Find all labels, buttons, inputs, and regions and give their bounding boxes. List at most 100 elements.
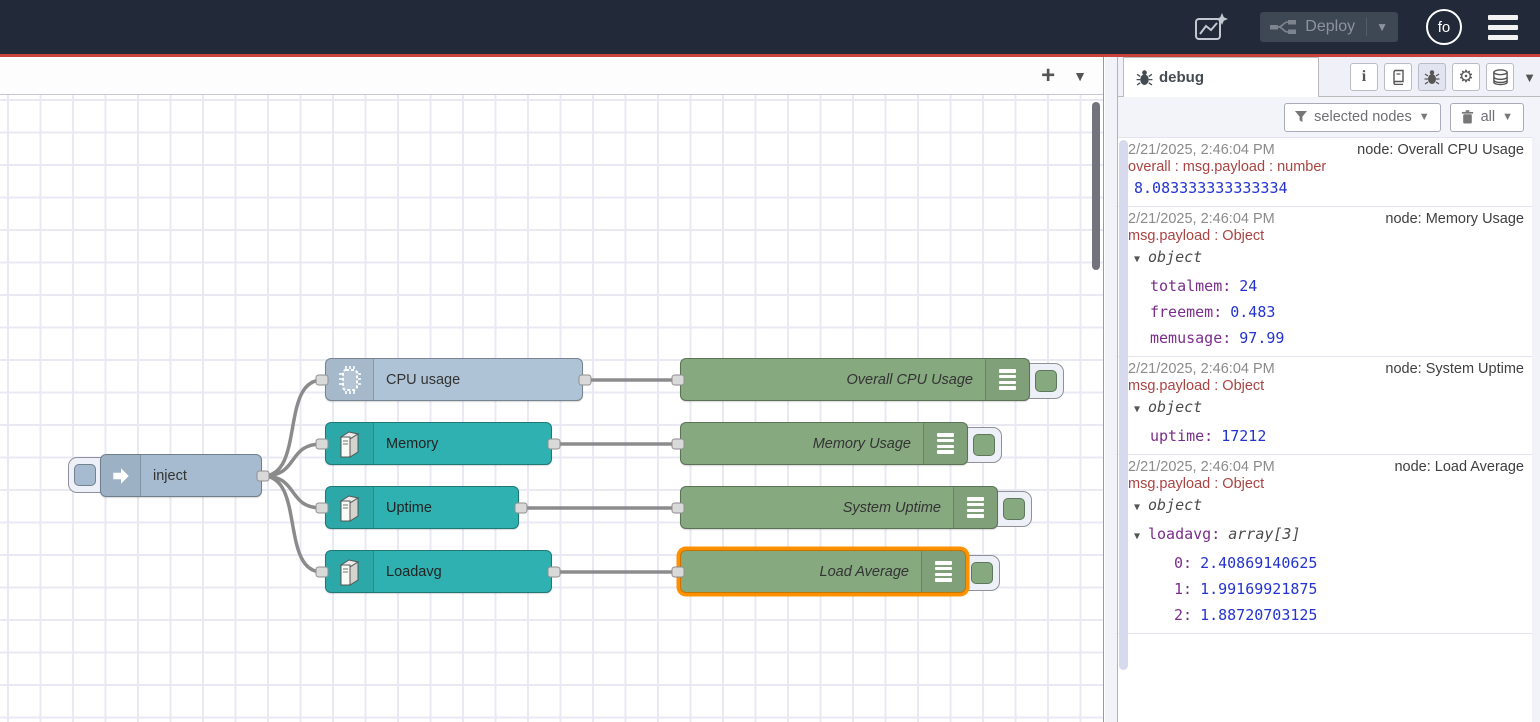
debug-tab-button[interactable] — [1418, 63, 1446, 91]
deploy-icon — [1270, 20, 1297, 34]
canvas-scrollbar[interactable] — [1092, 102, 1100, 270]
flow-list-caret-icon[interactable]: ▼ — [1073, 67, 1087, 84]
node-memory[interactable]: Memory — [325, 422, 552, 465]
node-loadavg[interactable]: Loadavg — [325, 550, 552, 593]
json-key: totalmem: — [1150, 277, 1232, 295]
node-uptime[interactable]: Uptime — [325, 486, 519, 529]
context-tab-button[interactable] — [1486, 63, 1514, 91]
header-accent-line — [0, 54, 1540, 57]
help-tab-button[interactable] — [1384, 63, 1412, 91]
sidebar-options-caret-icon[interactable]: ▼ — [1523, 70, 1536, 85]
deploy-button[interactable]: Deploy ▼ — [1260, 12, 1398, 42]
node-load-average[interactable]: Load Average — [680, 550, 966, 593]
node-label: inject — [153, 467, 187, 484]
sidebar-scrollbar[interactable] — [1119, 140, 1128, 670]
json-key: 1: — [1174, 580, 1193, 598]
clear-messages-label: all — [1480, 109, 1496, 125]
sidebar-scroll-gutter — [1532, 137, 1540, 722]
deploy-caret-icon[interactable]: ▼ — [1376, 20, 1388, 34]
message-property: msg.payload : Object — [1128, 228, 1265, 244]
message-timestamp: 2/21/2025, 2:46:04 PM — [1128, 142, 1275, 158]
debug-sidebar: debug i ⚙ — [1118, 57, 1540, 722]
node-overall-cpu-usage[interactable]: Overall CPU Usage — [680, 358, 1030, 401]
filter-caret-icon: ▼ — [1418, 111, 1430, 123]
node-inject[interactable]: inject — [100, 454, 262, 497]
cpu-chip-icon — [326, 359, 374, 400]
node-memory-usage[interactable]: Memory Usage — [680, 422, 968, 465]
message-timestamp: 2/21/2025, 2:46:04 PM — [1128, 211, 1275, 227]
input-port[interactable] — [315, 438, 329, 450]
wire[interactable] — [262, 474, 323, 574]
wire[interactable] — [262, 378, 323, 478]
collapse-caret-icon[interactable]: ▼ — [1134, 404, 1141, 415]
output-port[interactable] — [547, 566, 561, 578]
input-port[interactable] — [315, 502, 329, 514]
workspace-tab-strip: + ▼ — [0, 57, 1103, 95]
input-port[interactable] — [315, 374, 329, 386]
tab-debug-label: debug — [1159, 69, 1204, 86]
input-port[interactable] — [671, 502, 685, 514]
debug-message[interactable]: 2/21/2025, 2:46:04 PM node: System Uptim… — [1118, 356, 1532, 454]
debug-message[interactable]: 2/21/2025, 2:46:04 PM node: Memory Usage… — [1118, 206, 1532, 356]
debug-console-icon — [923, 423, 967, 464]
tab-debug[interactable]: debug — [1123, 57, 1319, 97]
filter-nodes-button[interactable]: selected nodes ▼ — [1284, 102, 1441, 132]
user-avatar[interactable]: fo — [1426, 9, 1462, 45]
add-flow-icon[interactable]: + — [1041, 61, 1056, 89]
sidebar-tab-strip: debug i ⚙ — [1118, 57, 1540, 97]
info-tab-button[interactable]: i — [1350, 63, 1378, 91]
sidebar-resize-divider[interactable] — [1105, 57, 1118, 722]
collapse-caret-icon[interactable]: ▼ — [1134, 502, 1141, 513]
debug-message[interactable]: 2/21/2025, 2:46:04 PM node: Overall CPU … — [1118, 137, 1532, 206]
database-icon — [1492, 68, 1508, 85]
clear-messages-button[interactable]: all ▼ — [1449, 102, 1524, 132]
json-key: 0: — [1174, 554, 1193, 572]
node-label: Memory — [386, 435, 439, 452]
input-port[interactable] — [671, 438, 685, 450]
flow-canvas[interactable]: + ▼ inject — [0, 57, 1104, 722]
node-cpu-usage[interactable]: CPU usage — [325, 358, 583, 401]
node-system-uptime[interactable]: System Uptime — [680, 486, 998, 529]
node-label: Memory Usage — [812, 435, 911, 452]
message-timestamp: 2/21/2025, 2:46:04 PM — [1128, 459, 1275, 475]
json-value: 0.483 — [1230, 303, 1276, 321]
message-property: overall : msg.payload : number — [1128, 159, 1327, 175]
filter-funnel-icon — [1295, 111, 1308, 122]
message-property: msg.payload : Object — [1128, 476, 1265, 492]
json-key: loadavg: — [1148, 525, 1221, 543]
message-property: msg.payload : Object — [1128, 378, 1265, 394]
json-key: uptime: — [1150, 427, 1214, 445]
header-bar: Deploy ▼ fo — [0, 0, 1540, 54]
main-menu-icon[interactable] — [1488, 14, 1518, 40]
output-port[interactable] — [256, 470, 270, 482]
config-tab-button[interactable]: ⚙ — [1452, 63, 1480, 91]
wire[interactable] — [262, 442, 323, 478]
book-icon — [1393, 69, 1404, 85]
input-port[interactable] — [671, 566, 685, 578]
debug-message[interactable]: 2/21/2025, 2:46:04 PM node: Load Average… — [1118, 454, 1532, 634]
node-label: CPU usage — [386, 371, 461, 388]
bug-icon — [1424, 70, 1440, 85]
deploy-label: Deploy — [1305, 18, 1356, 35]
json-value: 1.88720703125 — [1200, 606, 1318, 624]
collapse-caret-icon[interactable]: ▼ — [1134, 531, 1141, 542]
debug-console-icon — [953, 487, 997, 528]
server-icon — [326, 423, 374, 464]
collapse-caret-icon[interactable]: ▼ — [1134, 254, 1141, 265]
input-port[interactable] — [315, 566, 329, 578]
message-source: node: Overall CPU Usage — [1357, 142, 1524, 158]
output-port[interactable] — [514, 502, 528, 514]
flow-snapshot-icon[interactable] — [1192, 10, 1230, 44]
wires-layer — [262, 378, 678, 574]
canvas-grid[interactable] — [0, 95, 1103, 722]
node-label: Uptime — [386, 499, 432, 516]
node-label: Load Average — [819, 563, 910, 580]
output-port[interactable] — [578, 374, 592, 386]
info-icon: i — [1361, 68, 1367, 85]
wire[interactable] — [262, 474, 323, 510]
output-port[interactable] — [547, 438, 561, 450]
json-value: 2.40869140625 — [1200, 554, 1318, 572]
bug-icon — [1136, 70, 1153, 86]
json-key: 2: — [1174, 606, 1193, 624]
input-port[interactable] — [671, 374, 685, 386]
